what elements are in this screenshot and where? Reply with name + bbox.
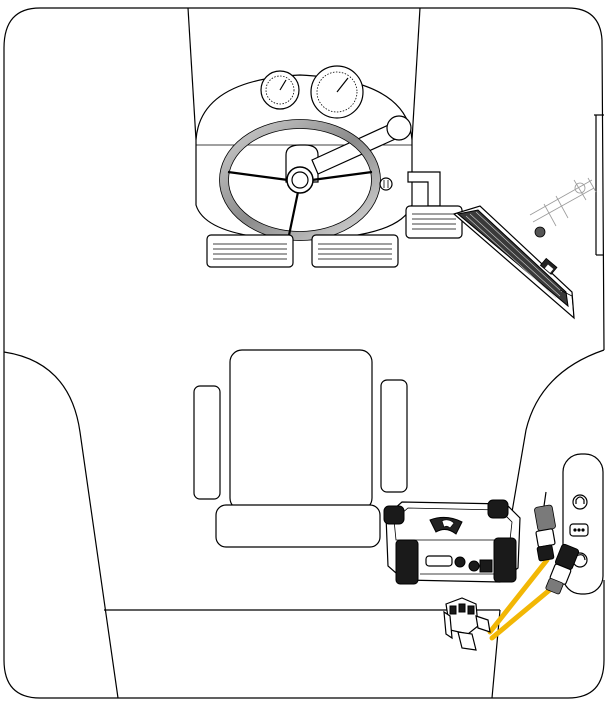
connector-icon xyxy=(534,491,556,562)
connector-icon xyxy=(443,597,491,651)
cable-harness xyxy=(487,557,555,641)
dash-switch-icon xyxy=(379,177,393,191)
side-window xyxy=(594,114,604,256)
connector-icon xyxy=(545,543,580,595)
mount-arm xyxy=(529,177,597,238)
gauge-icon xyxy=(310,65,364,119)
seat-icon xyxy=(193,349,408,548)
gauge-icon xyxy=(260,70,300,110)
steering-wheel-icon xyxy=(219,119,381,241)
cab-outline xyxy=(3,7,605,699)
pedal-icon xyxy=(405,171,463,239)
pedal-icon xyxy=(311,234,399,268)
display-terminal-icon xyxy=(452,205,575,320)
ecu-module-icon xyxy=(383,499,521,585)
pedal-icon xyxy=(206,234,294,268)
